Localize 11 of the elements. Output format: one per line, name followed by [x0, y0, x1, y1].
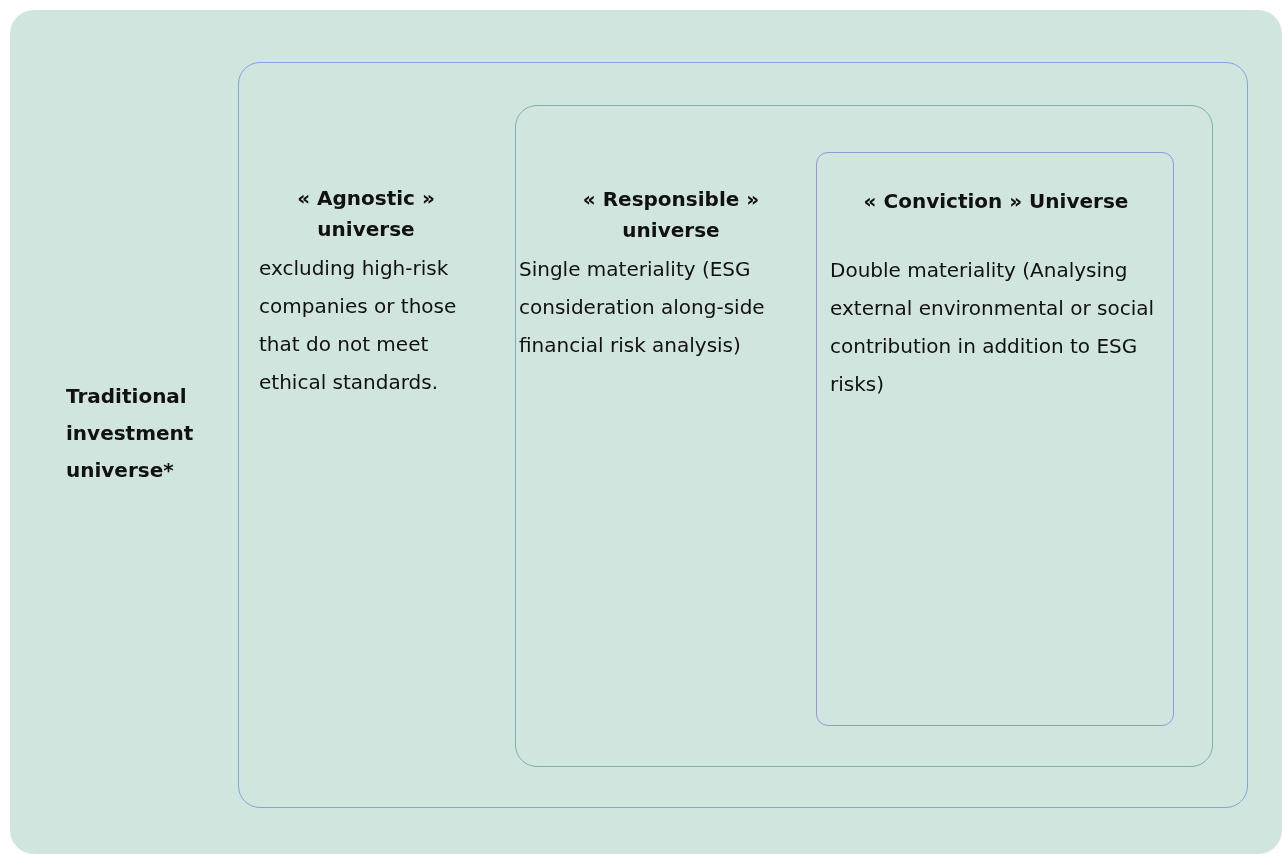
universe-box	[515, 105, 1213, 767]
box-heading: « Conviction » Universe	[862, 188, 1130, 215]
universe-box	[816, 152, 1174, 726]
box-description: Single materiality (ESG consideration along-side financial risk analysis)	[519, 256, 766, 359]
box-heading: « Agnostic » universe	[296, 185, 436, 243]
box-label: Traditional investment universe*	[66, 383, 195, 484]
box-description: Double materiality (Analysing external environmental or social contribution in addition to ESG risks)	[830, 257, 1156, 398]
universe-box	[238, 62, 1248, 808]
background-panel	[10, 10, 1282, 854]
box-description: excluding high-risk companies or those that do not meet ethical standards.	[259, 255, 458, 396]
box-heading: « Responsible » universe	[581, 186, 761, 244]
